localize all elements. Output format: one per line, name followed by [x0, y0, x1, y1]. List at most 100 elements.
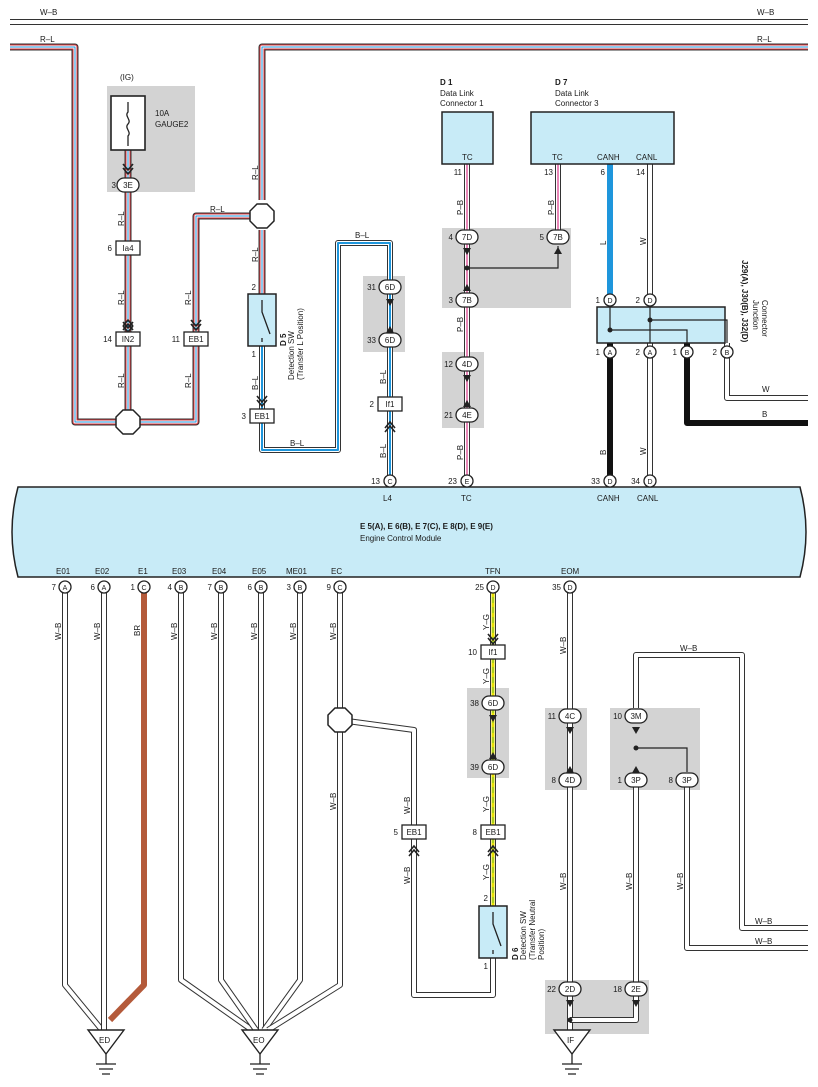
wire-wb-e04 — [218, 587, 259, 1032]
conn-ecm-bottom-b3: B — [254, 580, 268, 594]
fuse-ig-label: (IG) — [120, 73, 134, 82]
pin-eb1-lower: 8 — [473, 828, 478, 837]
conn-7d: 7D — [455, 229, 479, 245]
chevron-if1-lower — [487, 633, 499, 646]
conn-4e-label: 4E — [462, 411, 472, 420]
conn-ecm-bottom-c1-label: C — [141, 585, 146, 592]
d1-connector — [441, 111, 494, 165]
chevron-eb1-top — [190, 319, 202, 332]
d7-pin-canh: CANH — [597, 153, 620, 162]
conn-ecm-e: E — [460, 474, 474, 488]
conn-6d-b: 6D — [378, 332, 402, 348]
d1-pin-tc: TC — [462, 153, 473, 162]
wire-wb-me01 — [261, 587, 303, 1032]
fuse-rating: 10A — [155, 109, 170, 118]
arrow-4c — [566, 727, 574, 734]
d1-line1: Data Link — [440, 89, 475, 98]
conn-ecm-e-label: E — [465, 479, 470, 486]
pin-ia4: 6 — [108, 244, 113, 253]
pin-6d-a: 31 — [367, 283, 376, 292]
parts-layer: 3E3R–LIa46R–LIN214R–LR–LEB111R–LR–LR–LR–… — [52, 163, 772, 1023]
wl-rl-8: R–L — [251, 247, 260, 262]
pin-ecm-bottom-d1: 25 — [475, 583, 484, 592]
conn-j-a1: A — [603, 345, 617, 359]
conn-7d-label: 7D — [462, 233, 472, 242]
bridge-3m-3p — [636, 747, 688, 772]
conn-j-d1: D — [603, 293, 617, 307]
wl-wb-e01: W–B — [54, 623, 63, 640]
wl-yg-2: Y–G — [482, 668, 491, 684]
wl-rl-7: R–L — [251, 165, 260, 180]
conn-ecm-bottom-c1: C — [137, 580, 151, 594]
conn-ecm-c-top: C — [383, 474, 397, 488]
chevron-eb1-ec — [408, 844, 420, 857]
wl-wb-3m: W–B — [680, 644, 697, 653]
conn-j-b1-label: B — [685, 350, 690, 357]
wl-wb-3pb: W–B — [676, 873, 685, 890]
wire-rl-top-right — [258, 43, 808, 200]
conn-eb1-d5-label: EB1 — [254, 412, 270, 421]
conn-j-b1: B — [680, 345, 694, 359]
ground-eo-label: EO — [253, 1036, 265, 1045]
conn-4d-lower-label: 4D — [565, 776, 575, 785]
wire-label-wb-top-left: W–B — [40, 8, 57, 17]
pin-if1-lower: 10 — [468, 648, 477, 657]
conn-j-a2-label: A — [648, 350, 653, 357]
pin-4d: 12 — [444, 360, 453, 369]
splice-ec — [327, 707, 353, 733]
ecm-pin-e04: E04 — [212, 567, 227, 576]
wl-wb-r2: W–B — [755, 937, 772, 946]
junction-id: J29(A), J30(B), J32(D) — [740, 260, 749, 343]
d1-line2: Connector 1 — [440, 99, 484, 108]
pin-ecm-33: 33 — [591, 477, 600, 486]
pin-eb1-top: 11 — [172, 335, 181, 344]
pin-ecm-23: 23 — [448, 477, 457, 486]
conn-eb1-top: EB1 — [183, 331, 209, 347]
conn-j-a2: A — [643, 345, 657, 359]
conn-ecm-bottom-d1: D — [486, 580, 500, 594]
wire-rl-top-left — [10, 43, 116, 426]
ground-ed-icon — [96, 1054, 116, 1075]
wire-rl-eb1-left — [140, 212, 262, 426]
wire-wb-e03 — [178, 587, 254, 1033]
ground-eo-icon — [250, 1054, 270, 1075]
pin-7d: 4 — [449, 233, 454, 242]
wl-yg-1: Y–G — [482, 614, 491, 630]
arrow-7b-up — [463, 284, 471, 291]
conn-2d-label: 2D — [565, 985, 575, 994]
wl-bl-4: B–L — [379, 369, 388, 384]
junction-dot — [607, 327, 613, 333]
conn-6d-d: 6D — [481, 759, 505, 775]
wl-wb-eb1a: W–B — [403, 797, 412, 814]
pin-4d-lower: 8 — [552, 776, 557, 785]
d1-id: D 1 — [440, 78, 453, 87]
d7-line1: Data Link — [555, 89, 590, 98]
pin-ecm-bottom-b1: 4 — [168, 583, 173, 592]
pin-2d: 22 — [547, 985, 556, 994]
conn-ia4: Ia4 — [115, 240, 141, 256]
wl-pb-4: P–B — [547, 200, 556, 215]
wl-yg-4: Y–G — [482, 864, 491, 880]
conn-ecm-d1: D — [603, 474, 617, 488]
arrow-2e — [632, 1000, 640, 1007]
pin-j-1c: 1 — [673, 348, 678, 357]
conn-ecm-bottom-b4-label: B — [298, 585, 303, 592]
d6-line2: (Transfer Neutral — [528, 900, 537, 960]
wl-bl-1: B–L — [251, 375, 260, 390]
ecm-pin-e01: E01 — [56, 567, 71, 576]
pin-j-1a: 1 — [596, 296, 601, 305]
wl-br: BR — [133, 625, 142, 636]
wire-label-wb-top-right: W–B — [757, 8, 774, 17]
pin-j-1b: 1 — [596, 348, 601, 357]
wl-b-1: B — [762, 410, 767, 419]
conn-ecm-bottom-a1-label: A — [63, 585, 68, 592]
conn-ecm-bottom-d2: D — [563, 580, 577, 594]
conn-4d-lower: 4D — [558, 772, 582, 788]
ecm-pin-e02: E02 — [95, 567, 110, 576]
wl-wb-ec: W–B — [329, 623, 338, 640]
pin-ecm-bottom-b4: 3 — [287, 583, 292, 592]
wl-wb-e03: W–B — [170, 623, 179, 640]
pin-d5-2: 2 — [252, 283, 257, 292]
wl-w-2: W — [762, 385, 770, 394]
conn-6d-b-label: 6D — [385, 336, 395, 345]
